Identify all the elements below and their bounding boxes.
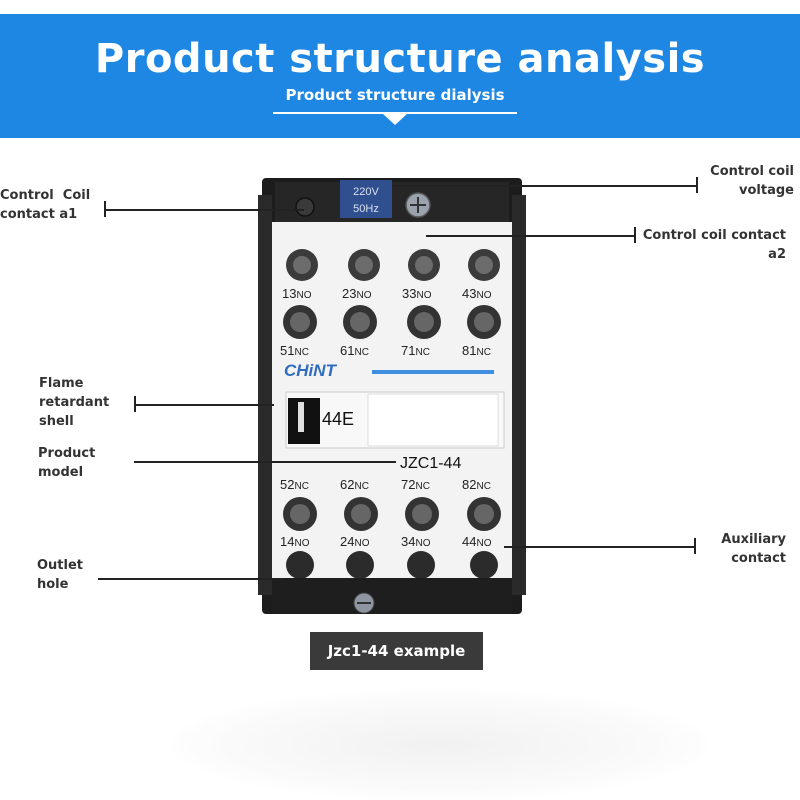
brand-logo: CHiNT — [284, 361, 338, 380]
voltage-badge — [340, 180, 392, 218]
svg-text:62NC: 62NC — [340, 477, 369, 492]
terminal-61: 61 — [340, 343, 354, 358]
label-outlet-hole: Outlet hole — [37, 558, 84, 592]
callout-line-product-model — [134, 461, 396, 463]
terminal-44: 44 — [462, 534, 476, 549]
terminal-51: 51 — [280, 343, 294, 358]
svg-text:14NO: 14NO — [280, 534, 310, 549]
title-banner: Product structure analysis Product struc… — [0, 14, 800, 138]
voltage-badge-line1: 220V — [353, 186, 379, 198]
label-flame-shell: Flame retardant shell — [39, 376, 110, 429]
svg-text:72NC: 72NC — [401, 477, 430, 492]
svg-text:44NO: 44NO — [462, 534, 492, 549]
label-auxiliary: Auxiliary contact — [721, 532, 786, 566]
svg-text:51NC: 51NC — [280, 343, 309, 358]
terminal-34: 34 — [401, 534, 415, 549]
callout-line-auxiliary — [504, 546, 696, 548]
label-product-model: Product model — [38, 446, 96, 480]
top-terminal-labels: 13NO 23NO 33NO 43NO — [282, 286, 492, 301]
svg-text:34NO: 34NO — [401, 534, 431, 549]
callout-line-outlet — [98, 578, 284, 580]
voltage-badge-line2: 50Hz — [353, 203, 379, 215]
model-code: 44E — [322, 409, 354, 429]
callout-line-flame-shell — [134, 404, 274, 406]
svg-text:24NO: 24NO — [340, 534, 370, 549]
reflection-glow — [170, 690, 710, 800]
lower-mid-terminal-labels: 52NC 62NC 72NC 82NC — [280, 477, 491, 492]
example-caption: Jzc1-44 example — [310, 632, 483, 670]
subtitle-underline — [273, 112, 517, 114]
coil-screw-a1 — [295, 197, 315, 217]
bottom-coil-screw — [353, 592, 375, 614]
terminal-72: 72 — [401, 477, 415, 492]
svg-text:33NO: 33NO — [402, 286, 432, 301]
callout-tick-coil-a2 — [634, 227, 636, 243]
terminal-71: 71 — [401, 343, 415, 358]
upper-screw-row — [283, 305, 501, 339]
svg-text:82NC: 82NC — [462, 477, 491, 492]
coil-screw-a2 — [405, 192, 431, 218]
terminal-13: 13 — [282, 286, 296, 301]
outlet-screw-row — [286, 551, 498, 579]
label-coil-voltage: Control coil voltage — [710, 164, 794, 198]
callout-line-coil-a1 — [104, 209, 304, 211]
top-screw-row — [286, 249, 500, 281]
page-subtitle: Product structure dialysis — [285, 86, 505, 104]
label-coil-a1: Control Coil contact a1 — [0, 188, 91, 222]
terminal-14: 14 — [280, 534, 294, 549]
terminal-43: 43 — [462, 286, 476, 301]
terminal-24: 24 — [340, 534, 354, 549]
bottom-terminal-labels: 14NO 24NO 34NO 44NO — [280, 534, 492, 549]
terminal-82: 82 — [462, 477, 476, 492]
page-title: Product structure analysis — [94, 36, 706, 82]
model-name: JZC1-44 — [400, 455, 461, 472]
svg-text:52NC: 52NC — [280, 477, 309, 492]
terminal-33: 33 — [402, 286, 416, 301]
svg-text:43NO: 43NO — [462, 286, 492, 301]
terminal-62: 62 — [340, 477, 354, 492]
terminal-81: 81 — [462, 343, 476, 358]
svg-text:81NC: 81NC — [462, 343, 491, 358]
upper-mid-terminal-labels: 51NC 61NC 71NC 81NC — [280, 343, 491, 358]
lower-screw-row — [283, 497, 501, 531]
terminal-52: 52 — [280, 477, 294, 492]
callout-tick-auxiliary — [694, 538, 696, 554]
callout-line-coil-voltage — [392, 185, 698, 187]
svg-text:61NC: 61NC — [340, 343, 369, 358]
callout-line-coil-a2 — [426, 235, 636, 237]
label-coil-a2: Control coil contact a2 — [642, 228, 786, 262]
svg-text:13NO: 13NO — [282, 286, 312, 301]
subtitle-notch-icon — [383, 114, 407, 125]
callout-tick-flame-shell — [134, 396, 136, 412]
callout-tick-coil-a1 — [104, 201, 106, 217]
svg-text:71NC: 71NC — [401, 343, 430, 358]
callout-tick-coil-voltage — [696, 177, 698, 193]
svg-text:23NO: 23NO — [342, 286, 372, 301]
terminal-23: 23 — [342, 286, 356, 301]
